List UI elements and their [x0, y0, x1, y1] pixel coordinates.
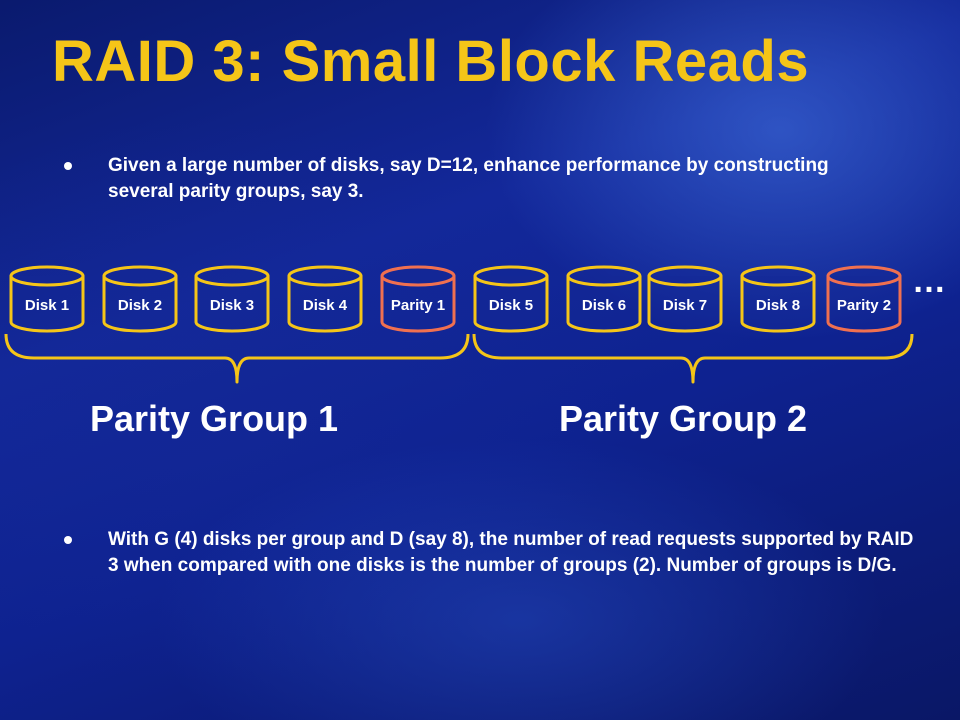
disk-cylinder-body: [647, 276, 723, 333]
data-disk: Disk 4: [287, 265, 363, 333]
data-disk: Disk 2: [102, 265, 178, 333]
disk-cylinder-body: [740, 276, 816, 333]
disk-label: Disk 7: [663, 297, 707, 314]
disk-cylinder-body: [566, 276, 642, 333]
data-disk: Disk 7: [647, 265, 723, 333]
data-disk: Disk 5: [473, 265, 549, 333]
disk-label: Disk 3: [210, 297, 254, 314]
bullet-text-2: With G (4) disks per group and D (say 8)…: [108, 529, 914, 576]
data-disk: Disk 8: [740, 265, 816, 333]
bullet-text-1: Given a large number of disks, say D=12,…: [108, 155, 829, 202]
disk-label: Disk 2: [118, 297, 162, 314]
disk-label: Disk 1: [25, 297, 69, 314]
disk-cylinder-body: [287, 276, 363, 333]
slide-title: RAID 3: Small Block Reads: [52, 29, 810, 94]
disk-cylinder-top: [473, 265, 549, 287]
more-disks-ellipsis: …: [912, 262, 947, 300]
disk-cylinder-body: [826, 276, 902, 333]
parity-disk: Parity 1: [380, 265, 456, 333]
disk-label: Parity 2: [837, 297, 891, 314]
disk-cylinder-body: [380, 276, 456, 333]
parity-disk: Parity 2: [826, 265, 902, 333]
disk-cylinder-top: [740, 265, 816, 287]
bullet-marker: [64, 162, 72, 170]
parity-group-1-label: Parity Group 1: [90, 398, 339, 439]
disk-cylinder-top: [380, 265, 456, 287]
disk-cylinder-top: [194, 265, 270, 287]
disk-cylinder-body: [194, 276, 270, 333]
data-disk: Disk 3: [194, 265, 270, 333]
parity-group-2-label: Parity Group 2: [559, 398, 808, 439]
disk-label: Disk 8: [756, 297, 800, 314]
disk-cylinder-body: [473, 276, 549, 333]
disk-cylinder-top: [647, 265, 723, 287]
disk-cylinder-top: [566, 265, 642, 287]
disk-label: Parity 1: [391, 297, 445, 314]
bullet-marker: [64, 536, 72, 544]
data-disk: Disk 1: [9, 265, 85, 333]
disk-label: Disk 5: [489, 297, 533, 314]
parity-group-2-brace: [472, 333, 914, 384]
data-disk: Disk 6: [566, 265, 642, 333]
disk-cylinder-top: [102, 265, 178, 287]
disk-cylinder-top: [287, 265, 363, 287]
disk-label: Disk 4: [303, 297, 348, 314]
disk-label: Disk 6: [582, 297, 626, 314]
disk-cylinder-top: [826, 265, 902, 287]
disk-cylinder-top: [9, 265, 85, 287]
disk-cylinder-body: [102, 276, 178, 333]
disk-cylinder-body: [9, 276, 85, 333]
parity-group-1-brace: [4, 333, 470, 384]
